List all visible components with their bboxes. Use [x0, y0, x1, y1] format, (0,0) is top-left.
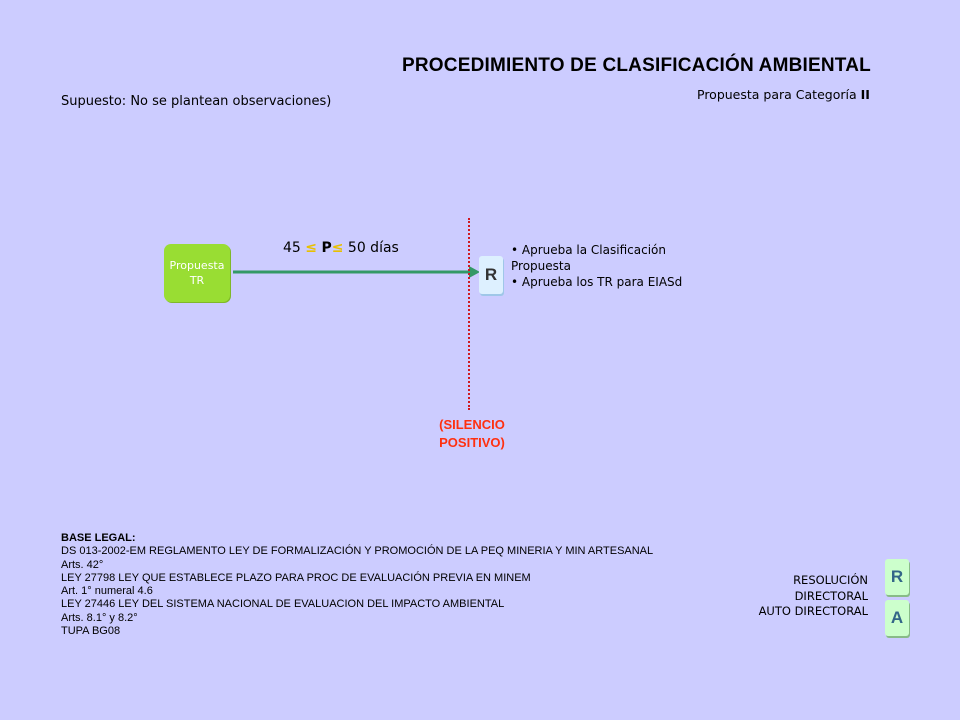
outcome-item: • Aprueba la Clasificación: [511, 243, 666, 257]
outcome-list: • Aprueba la Clasificación Propuesta • A…: [511, 242, 711, 290]
legend-a-label: AUTO DIRECTORAL: [758, 604, 868, 618]
legal-heading: BASE LEGAL:: [61, 532, 136, 544]
legal-line: DS 013-2002-EM REGLAMENTO LEY DE FORMALI…: [61, 545, 654, 558]
proposal-box-line1: Propuesta: [169, 259, 225, 272]
subtitle-prefix: Propuesta para Categoría: [697, 87, 857, 102]
outcome-item: • Aprueba los TR para EIASd: [511, 275, 683, 289]
legal-line: LEY 27446 LEY DEL SISTEMA NACIONAL DE EV…: [61, 598, 505, 611]
resolution-box: R: [479, 256, 503, 294]
assumption-text: Supuesto: No se plantean observaciones): [61, 94, 332, 109]
legal-basis: BASE LEGAL: DS 013-2002-EM REGLAMENTO LE…: [61, 532, 653, 638]
legal-line: TUPA BG08: [61, 625, 121, 638]
time-min: 45: [283, 240, 301, 256]
legal-line: LEY 27798 LEY QUE ESTABLECE PLAZO PARA P…: [61, 571, 531, 584]
legend-r-box: R: [885, 559, 909, 595]
flow-arrow: [233, 266, 480, 278]
proposal-box-line2: TR: [189, 274, 205, 287]
leq-symbol-2: ≤: [331, 240, 344, 256]
time-max: 50 días: [347, 240, 399, 256]
page-title: PROCEDIMIENTO DE CLASIFICACIÓN AMBIENTAL: [402, 55, 871, 76]
time-variable: P: [321, 240, 332, 256]
legal-line: Arts. 8.1° y 8.2°: [61, 611, 138, 624]
category-subtitle: Propuesta para Categoría II: [697, 87, 870, 102]
silence-line1: (SILENCIO: [439, 417, 505, 432]
deadline-divider-line: [468, 218, 470, 410]
legend-labels: RESOLUCIÓN DIRECTORAL AUTO DIRECTORAL: [730, 573, 868, 620]
legend-a-box: A: [885, 600, 909, 636]
positive-silence-label: (SILENCIO POSITIVO): [426, 416, 518, 452]
legal-line: Arts. 42°: [61, 558, 104, 571]
outcome-item: Propuesta: [511, 259, 571, 273]
silence-line2: POSITIVO): [439, 435, 505, 450]
subtitle-category: II: [860, 87, 870, 102]
legend-r-label-line2: DIRECTORAL: [794, 588, 868, 603]
legend-r-label-line1: RESOLUCIÓN: [793, 573, 868, 587]
legal-line: Art. 1° numeral 4.6: [61, 585, 153, 598]
leq-symbol-1: ≤: [305, 240, 318, 256]
time-range-label: 45 ≤ P≤ 50 días: [283, 240, 399, 256]
proposal-tr-box: Propuesta TR: [164, 244, 230, 302]
